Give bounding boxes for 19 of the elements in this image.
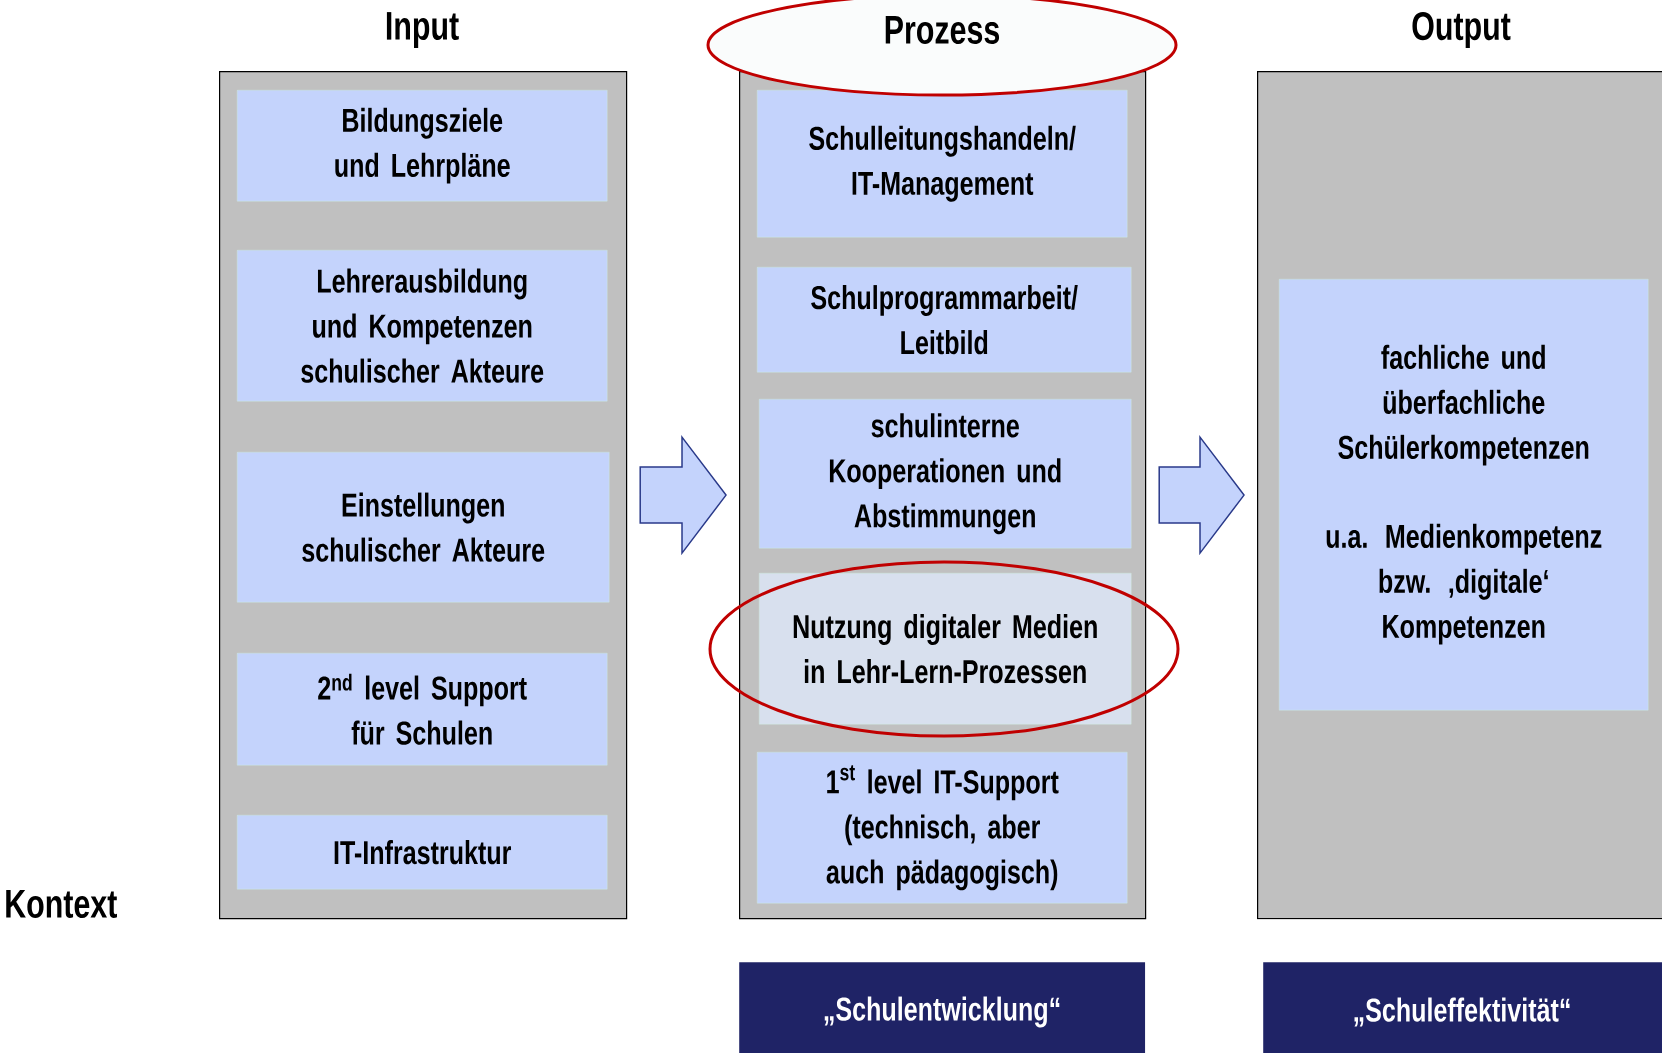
text-box: Nutzung digitaler Medien in Lehr-Lern-Prozessen — [759, 573, 1132, 725]
text-box: Schulleitungshandeln/ IT-Management — [757, 90, 1128, 238]
column-heading: Input — [386, 12, 459, 48]
text-box: IT-Infrastruktur — [237, 815, 608, 890]
block-arrow — [1158, 434, 1245, 556]
text-box: schulinterne Kooperationen und Abstimmungen — [759, 399, 1132, 549]
label-bar: „Schuleffektivität“ — [1263, 962, 1662, 1053]
text-box: Bildungsziele und Lehrpläne — [237, 90, 608, 202]
text-box: Lehrerausbildung und Kompetenzen schulischer Akteure — [237, 250, 608, 402]
text-box: Einstellungen schulischer Akteure — [237, 452, 610, 603]
text-box: fachliche und überfachliche Schülerkompetenzen u.a. Medienkompetenz bzw. ‚digitale‘ Kompetenzen — [1279, 279, 1649, 711]
column-heading: Output — [1412, 11, 1511, 49]
column-heading: Prozess — [885, 16, 1000, 44]
context-label: Kontext — [6, 890, 117, 918]
text-box: $\text{1}^{\text{st}}\text{ level IT-Support}$ (technisch, aber auch pädagogisch) — [757, 752, 1128, 904]
text-box: 2$^{nd}$ level Support für Schulen — [237, 653, 608, 766]
block-arrow — [639, 434, 727, 556]
label-bar: „Schulentwicklung“ — [739, 962, 1146, 1053]
text-box: Schulprogrammarbeit/ Leitbild — [757, 267, 1132, 373]
